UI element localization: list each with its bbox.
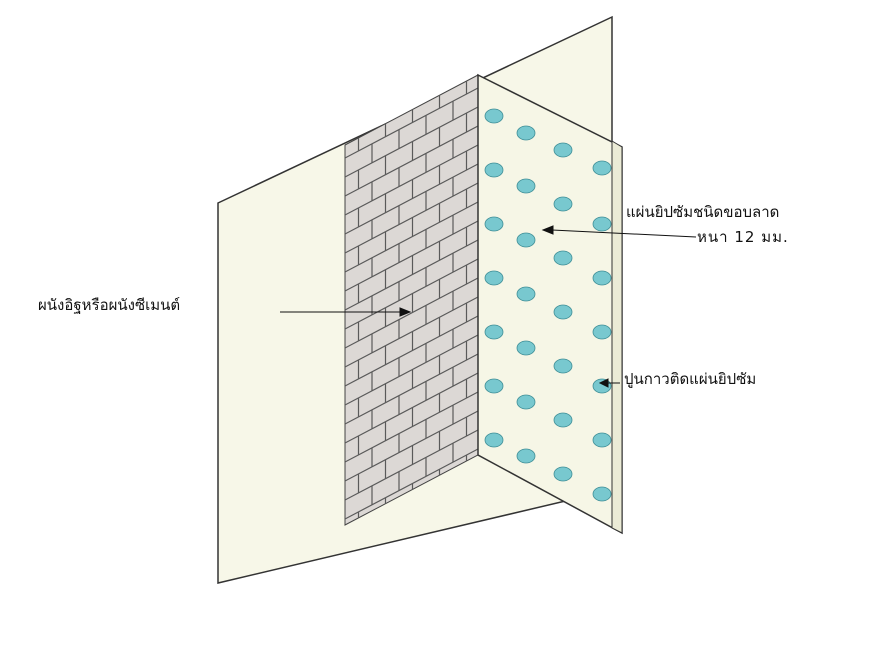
adhesive-dot bbox=[553, 142, 573, 158]
adhesive-dot bbox=[553, 466, 573, 482]
adhesive-dot bbox=[553, 250, 573, 266]
leader-line-gypsum-board bbox=[551, 229, 697, 238]
adhesive-dot bbox=[484, 432, 504, 448]
adhesive-dot bbox=[484, 378, 504, 394]
adhesive-dot bbox=[516, 232, 536, 248]
adhesive-dot bbox=[484, 270, 504, 286]
gypsum-board-label: แผ่นยิปซัมชนิดขอบลาด bbox=[626, 203, 780, 221]
arrowhead-adhesive bbox=[598, 378, 609, 388]
adhesive-dot bbox=[516, 178, 536, 194]
adhesive-dot bbox=[592, 216, 612, 232]
adhesive-dot bbox=[553, 358, 573, 374]
adhesive-dot bbox=[484, 216, 504, 232]
adhesive-dot bbox=[484, 162, 504, 178]
arrowhead-gypsum-board bbox=[541, 225, 554, 235]
adhesive-dot bbox=[484, 324, 504, 340]
adhesive-dot bbox=[516, 286, 536, 302]
adhesive-dots-group bbox=[484, 108, 612, 502]
gypsum-board-edge bbox=[611, 140, 623, 534]
adhesive-dot bbox=[592, 486, 612, 502]
adhesive-dot bbox=[516, 394, 536, 410]
arrowhead-brick-wall bbox=[399, 307, 412, 317]
adhesive-label: ปูนกาวติดแผ่นยิปซัม bbox=[624, 370, 757, 388]
adhesive-dot bbox=[592, 432, 612, 448]
adhesive-dot bbox=[484, 108, 504, 124]
gypsum-board-panel bbox=[477, 73, 623, 535]
adhesive-dot bbox=[592, 160, 612, 176]
board-thickness-label: หนา 12 มม. bbox=[697, 228, 789, 246]
adhesive-dot bbox=[553, 412, 573, 428]
adhesive-dot bbox=[592, 270, 612, 286]
brick-wall-section bbox=[344, 74, 479, 526]
adhesive-dot bbox=[516, 340, 536, 356]
adhesive-dot bbox=[553, 304, 573, 320]
adhesive-dot bbox=[516, 448, 536, 464]
adhesive-dot bbox=[516, 125, 536, 141]
brick-wall-label: ผนังอิฐหรือผนังซีเมนต์ bbox=[38, 296, 181, 314]
adhesive-dot bbox=[592, 324, 612, 340]
adhesive-dot bbox=[553, 196, 573, 212]
